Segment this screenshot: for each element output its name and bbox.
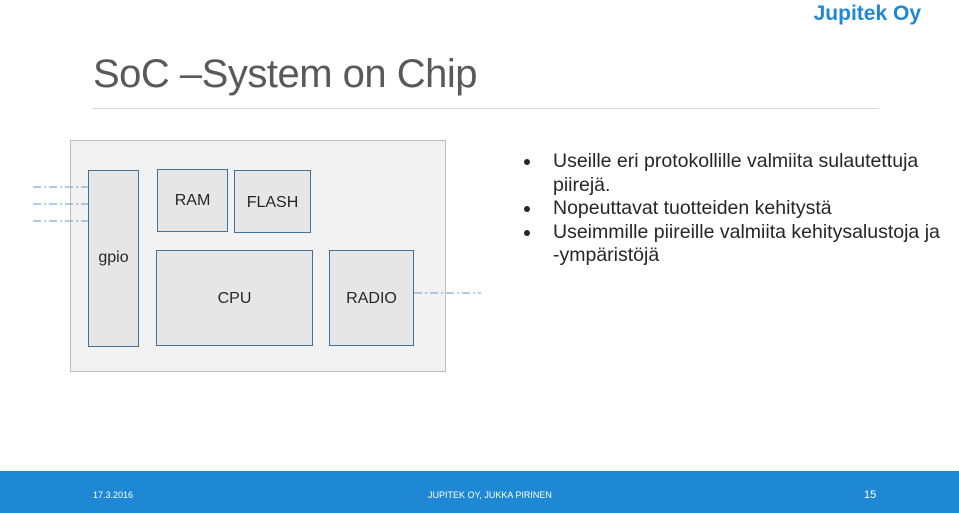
footer-author: JUPITEK OY, JUKKA PIRINEN xyxy=(428,490,552,500)
brand-logo-text: Jupitek Oy xyxy=(813,2,921,25)
ram-label: RAM xyxy=(174,192,211,209)
radio-block: RADIO xyxy=(329,250,414,346)
gpio-label: gpio xyxy=(98,249,129,266)
flash-block: FLASH xyxy=(234,170,311,233)
slide-title: SoC –System on Chip xyxy=(93,52,478,96)
radio-label: RADIO xyxy=(346,290,397,307)
bullet-dot xyxy=(524,206,530,212)
gpio-block: gpio xyxy=(88,170,139,347)
cpu-block: CPU xyxy=(156,250,313,346)
bullet-item: Useimmille piireille valmiita kehitysalu… xyxy=(521,221,941,268)
title-divider xyxy=(93,108,879,109)
ram-block: RAM xyxy=(157,169,228,232)
footer-date: 17.3.2016 xyxy=(93,490,134,500)
flash-label: FLASH xyxy=(246,194,299,211)
bullet-list: Useille eri protokollille valmiita sulau… xyxy=(521,150,941,268)
bullet-dot xyxy=(524,159,530,165)
bullet-text: Nopeuttavat tuotteiden kehitystä xyxy=(553,197,832,219)
bullet-text: Useimmille piireille valmiita kehitysalu… xyxy=(553,220,940,267)
cpu-label: CPU xyxy=(217,290,252,307)
page-number: 15 xyxy=(864,489,877,501)
bullet-text: Useille eri protokollille valmiita sulau… xyxy=(553,150,919,196)
footer-bar: 17.3.2016 JUPITEK OY, JUKKA PIRINEN 15 xyxy=(0,471,959,513)
bullet-dot xyxy=(524,229,530,236)
bullet-item: Nopeuttavat tuotteiden kehitystä xyxy=(521,197,941,221)
bullet-item: Useille eri protokollille valmiita sulau… xyxy=(521,150,941,197)
